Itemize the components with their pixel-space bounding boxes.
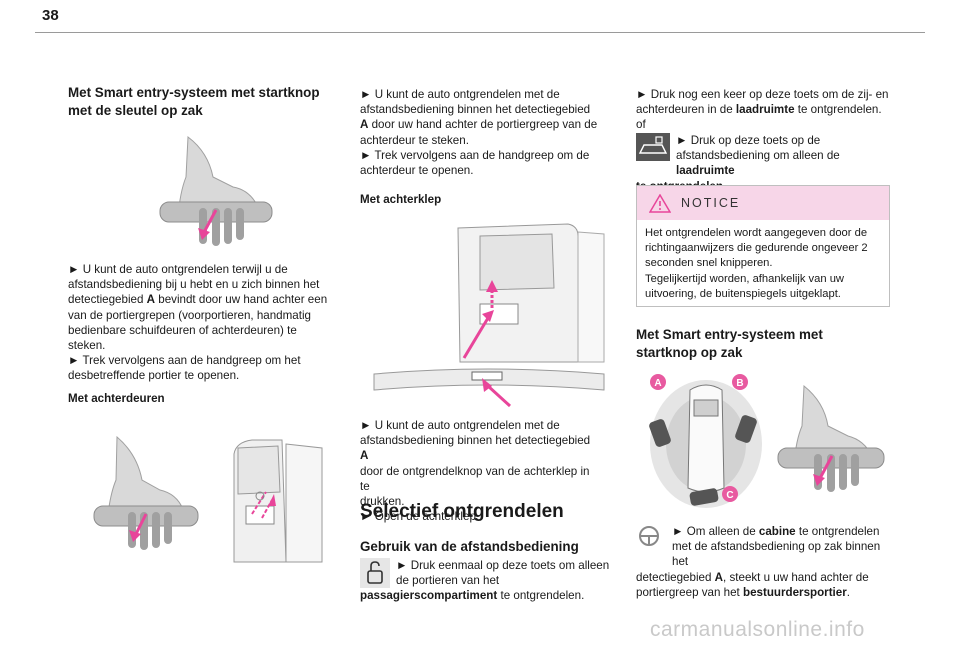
- hand-handle-illustration: [158, 132, 276, 247]
- col3-para1: ► Druk nog een keer op deze toets om de …: [636, 87, 896, 133]
- col2-para3: ► Druk eenmaal op deze toets om alleen d…: [360, 558, 610, 604]
- text-line: achterdeuren in de laadruimte te ontgren…: [636, 103, 882, 117]
- section-title: Selectief ontgrendelen: [360, 501, 564, 522]
- col1-subheading: Met achterdeuren: [68, 392, 165, 405]
- text-line: richtingaanwijzers die gedurende ongevee…: [645, 242, 868, 255]
- text-line: Het ontgrendelen wordt aangegeven door d…: [645, 227, 868, 239]
- col3-heading-line1: Met Smart entry-systeem met: [636, 327, 823, 342]
- text-line: de portieren van het: [396, 574, 500, 588]
- text-line: door de ontgrendelknop van de achterklep…: [360, 464, 590, 493]
- zone-label-a: A: [654, 378, 661, 389]
- tailgate-illustration: [368, 222, 608, 410]
- text-line: passagierscompartiment te ontgrendelen.: [360, 589, 585, 603]
- page-number: 38: [42, 7, 59, 24]
- warning-triangle-icon: [649, 194, 671, 213]
- unlock-passenger-icon: [360, 558, 390, 588]
- notice-header: NOTICE: [637, 186, 889, 220]
- text-line: achterdeur te steken.: [360, 133, 469, 147]
- text-line: ► Open de achterklep.: [360, 510, 480, 524]
- col2-para2: ► U kunt de auto ontgrendelen met de afs…: [360, 418, 600, 524]
- col1-heading-line1: Met Smart entry-systeem met startknop: [68, 85, 320, 100]
- top-divider: [35, 32, 925, 33]
- text-line: seconden snel knipperen.: [645, 257, 773, 270]
- text-line: A door uw hand achter de portiergreep va…: [360, 118, 598, 132]
- col1-heading-line2: met de sleutel op zak: [68, 103, 203, 118]
- notice-title: NOTICE: [681, 196, 741, 210]
- hand-handle-illustration-2: [776, 382, 888, 494]
- zone-label-c: C: [726, 490, 733, 501]
- hand-rear-door-illustration: [92, 432, 202, 552]
- text-line: ► U kunt de auto ontgrendelen terwijl u …: [68, 263, 288, 276]
- text-line: ► Trek vervolgens aan de handgreep om he…: [68, 354, 301, 368]
- text-line: detectiegebied A, steekt u uw hand achte…: [636, 570, 869, 584]
- text-line: drukken.: [360, 495, 405, 509]
- text-line: van de portiergrepen (voorportieren, han…: [68, 308, 311, 322]
- text-line: afstandsbediening binnen het detectiegeb…: [360, 434, 591, 463]
- text-line: bedienbare schuifdeuren of achterdeuren)…: [68, 323, 297, 337]
- text-line: ► Trek vervolgens aan de handgreep om de: [360, 148, 590, 162]
- text-line: afstandsbediening binnen het detectiegeb…: [360, 103, 591, 117]
- col1-para1: ► U kunt de auto ontgrendelen terwijl u …: [68, 262, 350, 384]
- col3-para3: ► Om alleen de cabine te ontgrendelen me…: [636, 524, 896, 600]
- unlock-cargo-icon: [636, 133, 670, 161]
- steering-wheel-icon: [636, 524, 666, 550]
- text-line: ► Druk op deze toets op de: [676, 134, 821, 147]
- col2-para1: ► U kunt de auto ontgrendelen met de afs…: [360, 87, 600, 178]
- text-line: afstandsbediening om alleen de laadruimt…: [676, 149, 840, 178]
- watermark: carmanualsonline.info: [650, 618, 865, 641]
- text-line: afstandsbediening bij u hebt en u zich b…: [68, 278, 320, 292]
- van-rear-door-illustration: [222, 434, 326, 564]
- col2-subheading: Met achterklep: [360, 193, 442, 206]
- section-subtitle: Gebruik van de afstandsbediening: [360, 539, 579, 554]
- text-line: ► Om alleen de cabine te ontgrendelen: [672, 525, 880, 538]
- detection-zone-diagram: A B C: [640, 368, 770, 518]
- text-line: met de afstandsbediening op zak binnen h…: [672, 540, 881, 569]
- col1-heading: Met Smart entry-systeem met startknop me…: [68, 84, 348, 120]
- zone-label-b: B: [736, 378, 743, 389]
- text-line: uitvoering, de buitenspiegels uitgeklapt…: [645, 287, 841, 300]
- col3-heading-line2: startknop op zak: [636, 345, 743, 360]
- text-line: detectiegebied A bevindt door uw hand ac…: [68, 293, 328, 307]
- text-line: of: [636, 118, 646, 132]
- text-line: steken.: [68, 339, 106, 353]
- text-line: Tegelijkertijd worden, afhankelijk van u…: [645, 272, 844, 285]
- text-line: ► Druk nog een keer op deze toets om de …: [636, 88, 889, 101]
- notice-body: Het ontgrendelen wordt aangegeven door d…: [637, 220, 889, 308]
- text-line: achterdeur te openen.: [360, 164, 474, 178]
- text-line: ► U kunt de auto ontgrendelen met de: [360, 88, 560, 101]
- notice-box: NOTICE Het ontgrendelen wordt aangegeven…: [636, 185, 890, 307]
- text-line: desbetreffende portier te openen.: [68, 369, 240, 383]
- text-line: ► Druk eenmaal op deze toets om alleen: [396, 559, 610, 572]
- text-line: portiergreep van het bestuurdersportier.: [636, 585, 850, 599]
- col3-heading: Met Smart entry-systeem met startknop op…: [636, 326, 896, 362]
- text-line: ► U kunt de auto ontgrendelen met de: [360, 419, 560, 432]
